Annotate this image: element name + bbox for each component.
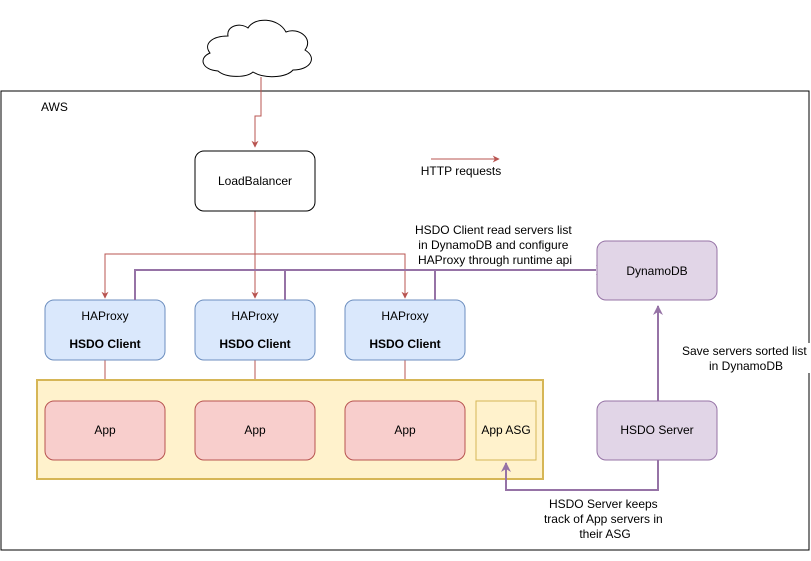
app-asg-label: App ASG	[481, 423, 530, 437]
hsdo-server-node[interactable]	[596, 400, 718, 461]
app-label-3: App	[394, 423, 416, 437]
haproxy-node-1[interactable]	[44, 299, 166, 361]
client-note: HSDO Client read servers list in DynamoD…	[415, 223, 575, 267]
hsdo-client-label-1: HSDO Client	[69, 337, 140, 351]
track-note-line-2: track of App servers in	[544, 512, 663, 526]
loadbalancer-label: LoadBalancer	[218, 174, 292, 188]
cloud-to-loadbalancer-arrow	[251, 77, 262, 148]
hsdo-to-asg-arrow	[501, 460, 659, 491]
app-node-2[interactable]	[194, 400, 316, 461]
track-note-line-1: HSDO Server keeps	[549, 497, 658, 511]
haproxy-node-3[interactable]	[344, 299, 466, 361]
aws-label: AWS	[41, 100, 68, 114]
haproxy-title-1: HAProxy	[81, 309, 128, 323]
client-note-line-3: HAProxy through runtime api	[418, 253, 572, 267]
hsdo-client-label-2: HSDO Client	[219, 337, 290, 351]
hsdo-client-label-3: HSDO Client	[369, 337, 440, 351]
legend-label: HTTP requests	[421, 164, 501, 178]
app-node-1[interactable]	[44, 400, 166, 461]
loadbalancer-node[interactable]	[194, 150, 316, 212]
save-note-line-1: Save servers sorted list	[682, 344, 807, 358]
haproxy-title-2: HAProxy	[231, 309, 278, 323]
internet-cloud-icon	[202, 19, 312, 78]
save-note: Save servers sorted list in DynamoDB	[682, 344, 810, 373]
dynamodb-label: DynamoDB	[626, 264, 687, 278]
client-note-line-1: HSDO Client read servers list	[415, 223, 572, 237]
track-note-line-3: their ASG	[579, 527, 630, 541]
loadbalancer-to-haproxy-3-arrow	[255, 253, 409, 299]
track-note: HSDO Server keeps track of App servers i…	[544, 497, 666, 541]
app-asg-node[interactable]	[475, 400, 537, 461]
hsdo-server-label: HSDO Server	[620, 423, 693, 437]
app-node-3[interactable]	[344, 400, 466, 461]
haproxy-title-3: HAProxy	[381, 309, 428, 323]
loadbalancer-to-haproxy-1-arrow	[101, 253, 255, 299]
save-note-line-2: in DynamoDB	[709, 359, 783, 373]
haproxy-1-to-dynamodb-line	[134, 269, 596, 300]
app-label-2: App	[244, 423, 266, 437]
dynamodb-node[interactable]	[596, 240, 718, 301]
haproxy-node-2[interactable]	[194, 299, 316, 361]
client-note-line-2: in DynamoDB and configure	[418, 238, 568, 252]
hsdo-connectors	[134, 269, 663, 491]
app-label-1: App	[94, 423, 116, 437]
